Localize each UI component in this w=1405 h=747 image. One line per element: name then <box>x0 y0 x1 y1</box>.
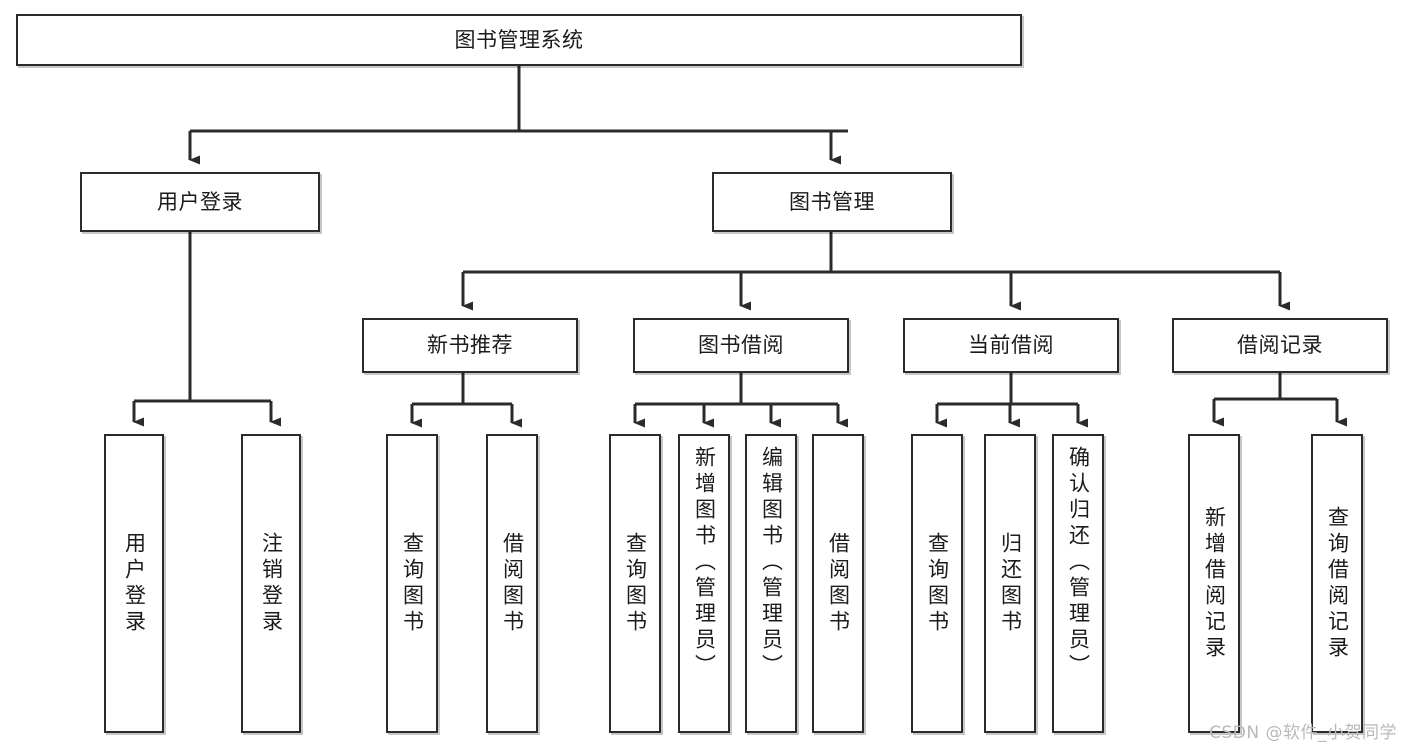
node-book-borrow[interactable]: 图书借阅 <box>633 318 849 373</box>
node-leaf-return-book[interactable]: 归还图书 <box>984 434 1036 733</box>
node-leaf-edit-book-label: 编辑图书（管理员） <box>759 446 784 680</box>
node-leaf-confirm-return-label: 确认归还（管理员） <box>1066 446 1091 680</box>
node-new-book-rec-label: 新书推荐 <box>427 333 513 358</box>
node-leaf-query-book-1[interactable]: 查询图书 <box>386 434 438 733</box>
node-leaf-query-book-1-label: 查询图书 <box>400 531 425 636</box>
csdn-watermark: CSDN @软件_小贺同学 <box>1209 723 1397 743</box>
node-root[interactable]: 图书管理系统 <box>16 14 1022 66</box>
node-leaf-add-book[interactable]: 新增图书（管理员） <box>678 434 730 733</box>
node-leaf-borrow-book-1-label: 借阅图书 <box>500 531 525 636</box>
node-root-label: 图书管理系统 <box>454 27 584 52</box>
node-leaf-add-book-label: 新增图书（管理员） <box>692 446 717 680</box>
node-leaf-edit-book[interactable]: 编辑图书（管理员） <box>745 434 797 733</box>
node-book-borrow-label: 图书借阅 <box>698 333 784 358</box>
node-leaf-borrow-book-2[interactable]: 借阅图书 <box>812 434 864 733</box>
node-book-manage[interactable]: 图书管理 <box>712 172 952 232</box>
node-leaf-query-record-label: 查询借阅记录 <box>1325 505 1350 662</box>
node-leaf-confirm-return[interactable]: 确认归还（管理员） <box>1052 434 1104 733</box>
node-leaf-query-book-3-label: 查询图书 <box>925 531 950 636</box>
node-leaf-return-book-label: 归还图书 <box>998 531 1023 636</box>
node-borrow-record[interactable]: 借阅记录 <box>1172 318 1388 373</box>
node-current-borrow-label: 当前借阅 <box>968 333 1054 358</box>
node-leaf-user-logout-label: 注销登录 <box>259 531 284 636</box>
node-user-login-label: 用户登录 <box>157 189 243 214</box>
node-book-manage-label: 图书管理 <box>789 189 875 214</box>
node-current-borrow[interactable]: 当前借阅 <box>903 318 1119 373</box>
node-leaf-query-book-3[interactable]: 查询图书 <box>911 434 963 733</box>
node-leaf-query-book-2[interactable]: 查询图书 <box>609 434 661 733</box>
node-leaf-add-record[interactable]: 新增借阅记录 <box>1188 434 1240 733</box>
node-leaf-user-login[interactable]: 用户登录 <box>104 434 164 733</box>
node-leaf-query-book-2-label: 查询图书 <box>623 531 648 636</box>
node-leaf-query-record[interactable]: 查询借阅记录 <box>1311 434 1363 733</box>
node-leaf-borrow-book-1[interactable]: 借阅图书 <box>486 434 538 733</box>
node-borrow-record-label: 借阅记录 <box>1237 333 1323 358</box>
node-leaf-user-login-label: 用户登录 <box>122 531 147 636</box>
node-leaf-user-logout[interactable]: 注销登录 <box>241 434 301 733</box>
node-leaf-add-record-label: 新增借阅记录 <box>1202 505 1227 662</box>
node-leaf-borrow-book-2-label: 借阅图书 <box>826 531 851 636</box>
node-user-login[interactable]: 用户登录 <box>80 172 320 232</box>
node-new-book-rec[interactable]: 新书推荐 <box>362 318 578 373</box>
